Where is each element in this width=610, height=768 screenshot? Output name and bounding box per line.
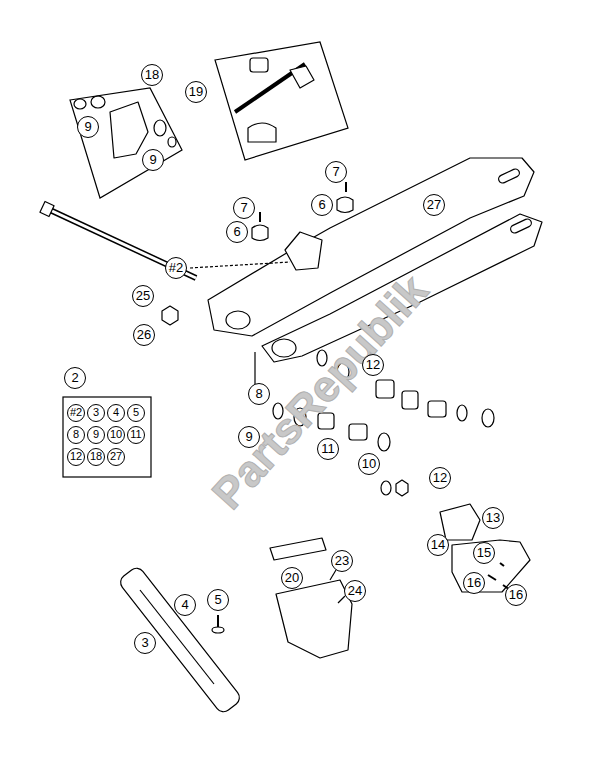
guide-insert: [440, 504, 480, 540]
chain-slider: [117, 565, 242, 715]
callout-number: 9: [87, 426, 105, 444]
kit-heading: 19: [185, 81, 207, 103]
clamp: [252, 225, 268, 241]
kit-outline: [182, 38, 354, 166]
axle: [50, 210, 196, 278]
kit-box: 2 #2345 891011 121827: [60, 365, 154, 480]
kit-parts: [74, 96, 176, 158]
callout-number: 8: [67, 426, 85, 444]
callout-number: 6: [311, 194, 333, 216]
callout-number: 27: [423, 194, 445, 216]
pivot-tube: [226, 311, 250, 329]
callout-number: 11: [317, 438, 339, 460]
leader-line: [330, 570, 336, 580]
axle-head: [40, 201, 54, 216]
kit-border: [63, 397, 151, 477]
kit-heading: 18: [141, 64, 163, 86]
guard-strip: [270, 538, 326, 560]
callout-number: 11: [127, 426, 145, 444]
callout-number: 3: [87, 404, 105, 422]
callout-number: 24: [344, 580, 366, 602]
callout-number: 5: [207, 589, 229, 611]
callout-number: 26: [133, 324, 155, 346]
callout-number: 27: [107, 448, 125, 466]
callout-number: 9: [77, 116, 99, 138]
callout-number: 23: [331, 550, 353, 572]
screw: [500, 563, 504, 566]
chain-guard: [276, 580, 352, 658]
callout-number: 12: [67, 448, 85, 466]
leader-line: [190, 262, 290, 268]
callout-number: 7: [325, 161, 347, 183]
kit-border: [215, 42, 348, 160]
kit-heading: 2: [64, 367, 86, 389]
callout-number: 4: [174, 594, 196, 616]
callout-number: 18: [87, 448, 105, 466]
callout-number: 9: [142, 149, 164, 171]
callout-number: 16: [463, 572, 485, 594]
leader-line: [254, 352, 255, 384]
shock-mount: [285, 232, 322, 270]
callout-number: 12: [429, 467, 451, 489]
leader-line: [338, 596, 345, 603]
callout-number: 5: [127, 404, 145, 422]
callout-number: 14: [427, 534, 449, 556]
callout-number: 10: [358, 453, 380, 475]
pivot-tube: [272, 339, 296, 357]
callout-number: 10: [107, 426, 125, 444]
screw: [259, 212, 261, 222]
callout-number: 16: [505, 584, 527, 606]
callout-number: #2: [165, 257, 187, 279]
callout-number: 3: [134, 632, 156, 654]
callout-number: 4: [107, 404, 125, 422]
callout-number: 15: [473, 542, 495, 564]
callout-number: 7: [233, 197, 255, 219]
screw: [488, 575, 496, 580]
callout-number: 13: [482, 507, 504, 529]
screw: [217, 615, 219, 628]
callout-number: 12: [362, 354, 384, 376]
axle: [50, 210, 196, 278]
kit-box: 1899: [62, 60, 192, 205]
callout-number: 8: [248, 383, 270, 405]
callout-number: 20: [281, 567, 303, 589]
nut: [162, 306, 178, 325]
callout-number: 25: [132, 285, 154, 307]
callout-number: 9: [238, 426, 260, 448]
washer: [212, 627, 224, 633]
clamp: [337, 197, 353, 213]
axle-slot: [497, 168, 520, 185]
callout-number: 6: [226, 221, 248, 243]
kit-parts: [235, 58, 314, 142]
kit-border: [70, 88, 182, 198]
kit-box: 19: [182, 38, 354, 166]
axle-slot: [509, 218, 532, 235]
callout-number: #2: [67, 404, 85, 422]
screw: [345, 182, 347, 192]
